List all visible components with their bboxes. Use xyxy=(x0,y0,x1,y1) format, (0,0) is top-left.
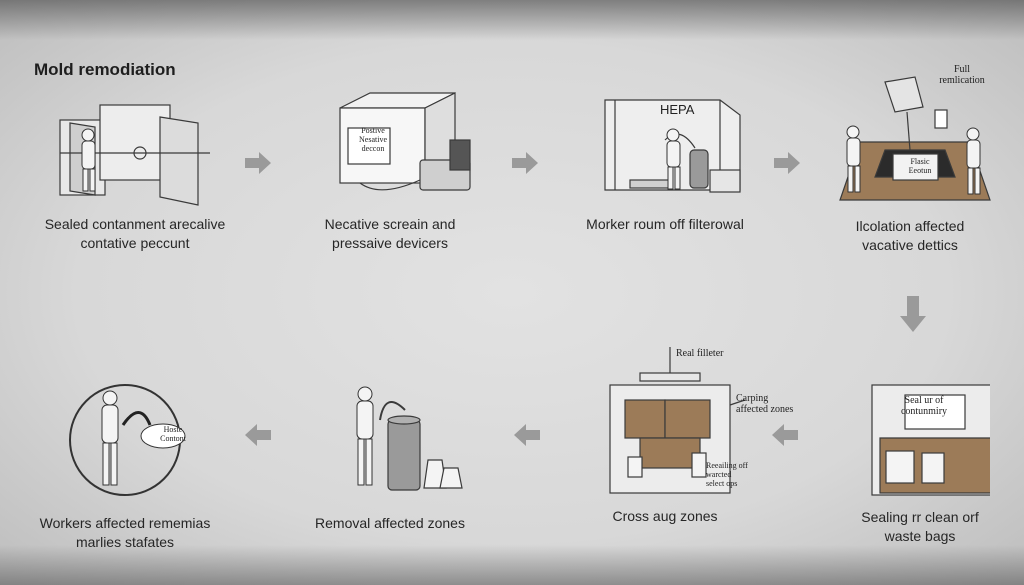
step-caption: Ilcolation affected vacative dettics xyxy=(855,218,965,253)
step-negative-pressure: Postive Nesative deccon Necative screain… xyxy=(290,88,490,253)
step-hepa-filtering: HEPA Morker roum off filterowal xyxy=(560,90,770,234)
pressure-device-illustration xyxy=(339,92,471,191)
step-removal: Removal affected zones xyxy=(285,380,495,533)
step-caption: Cross aug zones xyxy=(612,508,718,524)
hepa-label: HEPA xyxy=(660,102,695,117)
page-title: Mold remodiation xyxy=(34,60,176,79)
real-filter-label: Real filleter xyxy=(676,348,724,359)
reeailing-label: Reeailing off warcted select ops xyxy=(706,461,748,488)
workers-illustration xyxy=(69,384,186,496)
step-isolation: Flasic Eeotun Full remlication Ilcolatio… xyxy=(810,62,1010,255)
seal-sign-text: Seal ur of contunmiry xyxy=(900,395,948,417)
arrow-right-icon xyxy=(245,152,271,174)
step-caption: Workers affected rememias marlies stafat… xyxy=(39,515,211,550)
removal-illustration xyxy=(356,386,463,491)
arrow-right-icon xyxy=(512,152,538,174)
arrow-left-icon xyxy=(772,424,798,446)
hoste-label: Hoste Contont xyxy=(160,425,186,443)
arrow-left-icon xyxy=(514,424,540,446)
containment-illustration xyxy=(59,104,210,206)
step-caption: Sealed contanment arecalive contative pe… xyxy=(44,216,226,251)
step-caption: Necative screain and pressaive devicers xyxy=(324,216,456,251)
step-workers: Hoste Contont Workers affected rememias … xyxy=(20,380,230,552)
waste-bags-illustration xyxy=(871,384,990,496)
hepa-room-illustration xyxy=(604,99,741,193)
device-sign-text: Postive Nesative deccon xyxy=(359,126,387,153)
full-replication-label: Full remlication xyxy=(939,64,985,86)
step-caption: Sealing rr clean orf waste bags xyxy=(861,509,979,544)
step-sealed-containment: Sealed contanment arecalive contative pe… xyxy=(30,95,240,253)
step-caption: Morker roum off filterowal xyxy=(586,216,744,232)
arrow-left-icon xyxy=(245,424,271,446)
arrow-right-icon xyxy=(774,152,800,174)
cross-zones-illustration xyxy=(609,347,746,494)
panel-label: Flasic Eeotun xyxy=(908,157,932,175)
isolation-illustration xyxy=(839,76,991,201)
arrow-down-icon xyxy=(900,296,926,332)
step-caption: Removal affected zones xyxy=(315,515,465,531)
step-sealing-waste-bags: Seal ur of contunmiry Sealing rr clean o… xyxy=(830,383,1010,546)
step-cross-zones: Real filleter Carping affected zones Ree… xyxy=(560,345,793,526)
carping-zones-label: Carping affected zones xyxy=(736,393,794,415)
